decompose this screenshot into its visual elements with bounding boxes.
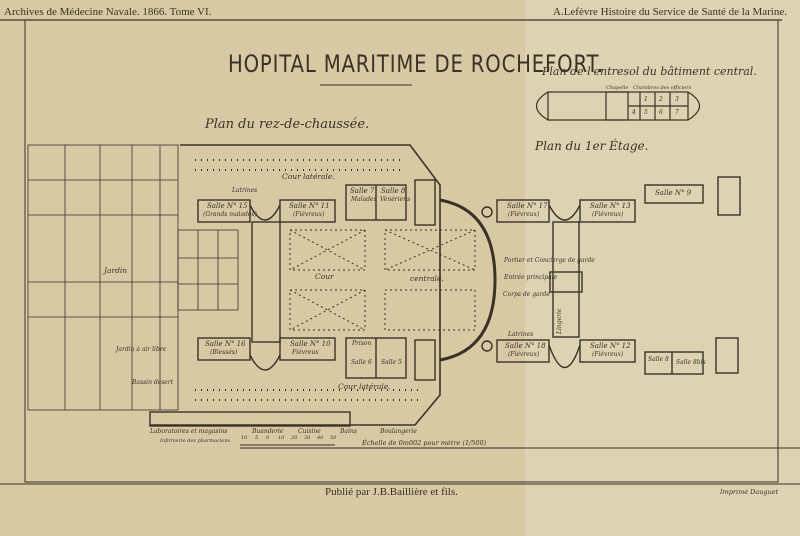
label-salle-8-sub: Vénériens <box>380 196 411 203</box>
label-salle-11-sub: (Fiévreux) <box>293 211 325 218</box>
tree-rows <box>195 159 420 401</box>
label-salle-17-sub: (Fiévreux) <box>508 211 540 218</box>
label-salle-13: Salle N° 13 <box>590 202 631 210</box>
publisher-credit: Publié par J.B.Baillière et fils. <box>325 486 458 498</box>
journal-header: Archives de Médecine Navale. 1866. Tome … <box>4 6 212 18</box>
label-jardin-air-libre: Jardin à air libre <box>116 346 167 353</box>
printer-credit: Imprimé Dauguet <box>720 488 779 496</box>
entresol-room-4: 4 <box>632 109 636 116</box>
label-salle-16: Salle N° 16 <box>205 340 246 348</box>
label-boulangerie: Boulangerie <box>380 428 417 435</box>
label-latrines: Latrines <box>232 187 258 194</box>
scale-tick-3: 10 <box>278 435 285 441</box>
entresol-room-6: 6 <box>659 109 663 116</box>
ground-floor-wards <box>149 179 436 427</box>
label-portier: Portier et Concierge de garde <box>504 257 595 264</box>
label-salle-8bis: Salle 8bis <box>676 359 706 366</box>
label-prison: Prison <box>352 340 372 347</box>
label-laboratoires: Laboratoires et magasins <box>150 428 228 435</box>
plate-crease-shade <box>525 0 800 536</box>
central-hemicycle <box>439 198 497 362</box>
garden-grid <box>27 144 239 411</box>
scale-tick-1: 5 <box>255 435 259 441</box>
label-cuisine: Cuisine <box>298 428 321 435</box>
central-court-beds <box>289 229 476 331</box>
label-salle-10: Salle N° 10 <box>290 340 331 348</box>
entresol-plan <box>535 91 701 121</box>
label-salle-6: Salle 6 <box>351 359 372 366</box>
label-salle-11: Salle N° 11 <box>289 202 330 210</box>
label-corps-de-garde: Corps de garde <box>503 291 550 298</box>
author-header: A.Lefèvre Histoire du Service de Santé d… <box>553 6 787 18</box>
plate-title: HOPITAL MARITIME DE ROCHEFORT. <box>228 50 605 78</box>
scale-label: Échelle de 0m002 pour mètre (1/500) <box>362 439 487 447</box>
label-jardin: Jardin <box>104 266 128 275</box>
label-cour-laterale-bottom: Cour latérale. <box>338 382 391 391</box>
label-salle-5: Salle 5 <box>381 359 402 366</box>
label-salle-8: Salle 8 <box>381 187 406 195</box>
entresol-room-3: 3 <box>675 96 679 103</box>
label-salle-12: Salle N° 12 <box>590 342 631 350</box>
label-salle-15-sub: (Grands malades) <box>203 211 257 218</box>
label-salle-15: Salle N° 15 <box>207 202 248 210</box>
label-bassin: Bassin désert <box>132 379 174 386</box>
label-infirmerie: Infirmerie des pharmaciens <box>160 438 231 444</box>
label-cour: Cour <box>315 272 334 281</box>
label-bains: Bains <box>340 428 357 435</box>
first-floor-title: Plan du 1er Étage. <box>535 139 649 153</box>
label-salle-17: Salle N° 17 <box>507 202 548 210</box>
label-salle-16-sub: (Blessés) <box>210 349 238 356</box>
scale-tick-6: 40 <box>317 435 324 441</box>
ground-floor-title: Plan du rez-de-chaussée. <box>205 117 370 132</box>
scale-tick-2: 0 <box>266 435 270 441</box>
label-latrines-first: Latrines <box>508 331 534 338</box>
entresol-room-1: 1 <box>644 96 648 103</box>
label-salle-18-sub: (Fiévreux) <box>508 351 540 358</box>
plate-frame <box>24 19 779 483</box>
label-salle-18: Salle N° 18 <box>505 342 546 350</box>
label-salle-13-sub: (Fiévreux) <box>592 211 624 218</box>
label-entree-principale: Entrée principale <box>504 274 558 281</box>
label-cour-laterale-top: Cour latérale. <box>282 172 335 181</box>
label-chambres-officiers: Chambres des officiers <box>633 85 692 91</box>
entresol-title: Plan de l'entresol du bâtiment central. <box>542 65 757 78</box>
label-salle-7-sub: Malades <box>351 196 377 203</box>
label-lingerie: Lingerie <box>556 308 563 335</box>
label-salle-10-sub: Fiévreux <box>292 349 319 356</box>
scale-tick-5: 30 <box>304 435 311 441</box>
entresol-room-2: 2 <box>659 96 663 103</box>
label-salle-8-first: Salle 8 <box>648 356 669 363</box>
scale-tick-4: 20 <box>291 435 298 441</box>
label-salle-9: Salle N° 9 <box>655 189 692 197</box>
scale-bar <box>240 444 800 449</box>
label-salle-12-sub: (Fiévreux) <box>592 351 624 358</box>
entresol-room-5: 5 <box>644 109 648 116</box>
scale-tick-7: 50 <box>330 435 337 441</box>
label-centrale: centrale. <box>410 274 444 283</box>
entresol-room-7: 7 <box>675 109 679 116</box>
label-buanderie: Buanderie <box>252 428 284 435</box>
label-salle-7: Salle 7 <box>350 187 375 195</box>
label-chapelle: Chapelle <box>606 85 629 91</box>
first-floor-plan <box>481 176 741 375</box>
scale-tick-0: 10 <box>241 435 248 441</box>
